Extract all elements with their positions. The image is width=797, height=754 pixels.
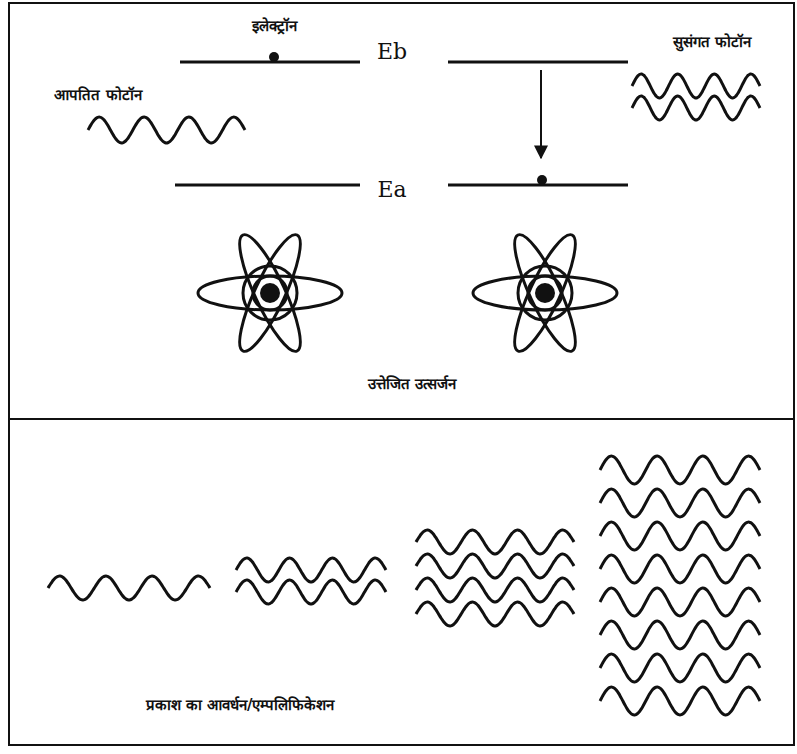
photon-wave (236, 580, 386, 604)
photon-wave (416, 602, 574, 626)
atom-symbol (473, 229, 617, 358)
energy-level-label: Eb (377, 39, 407, 65)
photon-wave (632, 74, 760, 98)
photon-wave (600, 489, 760, 517)
photon-wave (600, 588, 760, 616)
photon-wave (236, 558, 386, 582)
photon-wave (416, 578, 574, 602)
electron-label: इलेक्ट्रॉन (252, 17, 297, 35)
energy-level (180, 61, 360, 64)
photon-label: सुसंगत फोटॉन (673, 33, 751, 51)
energy-level (448, 61, 628, 64)
photon-wave (416, 530, 574, 554)
photon-wave (600, 555, 760, 583)
photon-wave (600, 621, 760, 649)
photon-wave (416, 554, 574, 578)
energy-level (175, 184, 360, 187)
photon-wave (632, 96, 760, 120)
photon-label: आपतित फोटॉन (54, 86, 141, 104)
photon-wave (600, 522, 760, 550)
photon-wave (88, 117, 245, 143)
energy-level (448, 184, 628, 187)
energy-level-label: Ea (377, 177, 406, 203)
electron-dot (269, 52, 279, 62)
transition-arrow (540, 70, 542, 158)
photon-wave (48, 576, 210, 600)
photon-wave (600, 687, 760, 715)
panel-caption: उत्तेजित उत्सर्जन (368, 375, 456, 393)
panel-band: उत्तेजित उत्सर्जन (8, 2, 795, 420)
photon-wave (600, 456, 760, 484)
electron-dot (537, 175, 547, 185)
panel-caption: प्रकाश का आवर्धन/एम्पलिफिकेशन (146, 696, 335, 714)
atom-symbol (198, 229, 342, 358)
panel-band: प्रकाश का आवर्धन/एम्पलिफिकेशन (8, 418, 795, 746)
photon-wave (600, 654, 760, 682)
